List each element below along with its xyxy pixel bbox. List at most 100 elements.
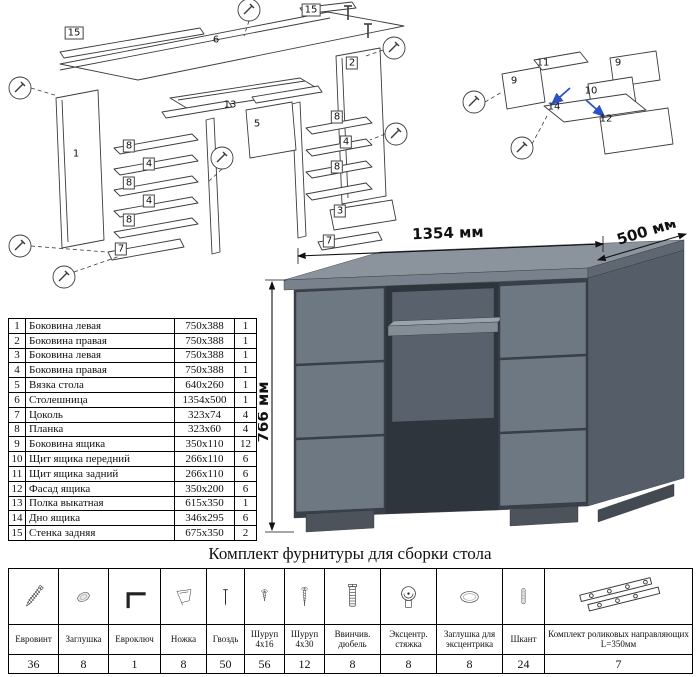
part-number-label: 4 [142, 194, 156, 208]
hardware-name: Эксцентр. стяжка [381, 625, 437, 655]
part-size-cell: 1354х500 [175, 392, 235, 408]
wooden-dowel-icon [503, 571, 544, 623]
hardware-name: Шуруп 4х30 [285, 625, 325, 655]
part-number-label: 1 [72, 148, 80, 160]
screw-4x16-icon [245, 571, 284, 623]
part-size-cell: 750х388 [175, 363, 235, 379]
part-number-cell: 3 [9, 348, 26, 364]
part-name-cell: Щит ящика задний [26, 466, 175, 482]
part-name-cell: Планка [26, 422, 175, 438]
hardware-column: Гвоздь 50 [207, 569, 245, 674]
part-name-cell: Фасад ящика [26, 481, 175, 497]
parts-table-row: 14 Дно ящика 346х295 6 [9, 511, 257, 527]
hardware-column: Евровинт 36 [9, 569, 59, 674]
part-size-cell: 750х388 [175, 348, 235, 364]
part-name-cell: Вязка стола [26, 378, 175, 393]
hexkey-icon [109, 571, 160, 623]
hardware-column: Ножка 8 [161, 569, 207, 674]
part-number-cell: 12 [9, 481, 26, 497]
part-name-cell: Боковина левая [26, 348, 175, 364]
part-qty-cell: 6 [235, 511, 257, 527]
hardware-name: Ножка [161, 625, 207, 655]
part-number-label: 8 [330, 160, 344, 174]
leg-icon [161, 571, 206, 623]
part-size-cell: 350х200 [175, 481, 235, 497]
hardware-qty: 36 [9, 655, 59, 674]
part-number-cell: 2 [9, 333, 26, 349]
part-size-cell: 350х110 [175, 437, 235, 453]
hardware-column: Шкант 24 [503, 569, 545, 674]
part-qty-cell: 1 [235, 392, 257, 408]
screw-4x30-icon [285, 571, 324, 623]
part-number-label: 6 [212, 34, 220, 46]
hardware-column: Евроключ 1 [109, 569, 161, 674]
hardware-qty: 8 [325, 655, 381, 674]
part-number-label: 13 [223, 99, 237, 111]
hardware-name: Шкант [503, 625, 545, 655]
hardware-name: Комплект роликовых направляющих L=350мм [545, 625, 693, 655]
part-name-cell: Дно ящика [26, 511, 175, 527]
parts-table-row: 11 Щит ящика задний 266х110 6 [9, 466, 257, 482]
part-qty-cell: 12 [235, 437, 257, 453]
hardware-icon-cell [285, 569, 325, 625]
part-name-cell: Боковина левая [26, 319, 175, 334]
part-name-cell: Боковина ящика [26, 437, 175, 453]
dimension-arrows [265, 233, 688, 533]
part-name-cell: Щит ящика передний [26, 452, 175, 467]
parts-table-row: 9 Боковина ящика 350х110 12 [9, 437, 257, 453]
hardware-icon-cell [503, 569, 545, 625]
hardware-icon-cell [109, 569, 161, 625]
parts-table-row: 5 Вязка стола 640х260 1 [9, 378, 257, 393]
hardware-name: Заглушка [59, 625, 109, 655]
desk-body [283, 239, 685, 533]
hardware-icon-cell [545, 569, 693, 625]
part-number-cell: 15 [9, 526, 26, 541]
cam-lock-icon [381, 571, 436, 623]
hardware-qty: 8 [381, 655, 437, 674]
drawer-slides-icon [545, 571, 692, 623]
parts-table-row: 1 Боковина левая 750х388 1 [9, 319, 257, 334]
hardware-column: Заглушка 8 [59, 569, 109, 674]
part-number-label: 4 [142, 157, 156, 171]
part-number-label: 3 [333, 204, 347, 218]
part-size-cell: 615х350 [175, 496, 235, 512]
part-number-cell: 14 [9, 511, 26, 527]
part-qty-cell: 1 [235, 363, 257, 379]
parts-table-row: 12 Фасад ящика 350х200 6 [9, 481, 257, 497]
part-number-cell: 5 [9, 378, 26, 393]
hardware-icon-cell [207, 569, 245, 625]
part-name-cell: Столешница [26, 392, 175, 408]
hardware-icon-cell [437, 569, 503, 625]
part-qty-cell: 1 [235, 333, 257, 349]
part-name-cell: Боковина правая [26, 363, 175, 379]
hardware-qty: 8 [161, 655, 207, 674]
part-number-label: 8 [122, 139, 136, 153]
hardware-icon-cell [59, 569, 109, 625]
hardware-column: Эксцентр. стяжка 8 [381, 569, 437, 674]
parts-table-row: 6 Столешница 1354х500 1 [9, 392, 257, 408]
part-number-cell: 13 [9, 496, 26, 512]
hardware-icon-cell [161, 569, 207, 625]
part-qty-cell: 6 [235, 452, 257, 467]
part-number-label: 4 [339, 135, 353, 149]
part-qty-cell: 6 [235, 466, 257, 482]
part-number-label: 9 [614, 57, 622, 69]
part-qty-cell: 4 [235, 422, 257, 438]
part-size-cell: 640х260 [175, 378, 235, 393]
part-number-label: 11 [536, 57, 550, 69]
part-number-label: 7 [114, 242, 128, 256]
nail-icon [207, 571, 244, 623]
parts-table-row: 4 Боковина правая 750х388 1 [9, 363, 257, 379]
hardware-icon-cell [245, 569, 285, 625]
part-size-cell: 675х350 [175, 526, 235, 541]
parts-table-row: 15 Стенка задняя 675х350 2 [9, 526, 257, 541]
part-number-label: 2 [345, 56, 359, 70]
part-size-cell: 266х110 [175, 452, 235, 467]
part-qty-cell: 1 [235, 319, 257, 334]
hardware-qty: 24 [503, 655, 545, 674]
part-number-label: 9 [510, 75, 518, 87]
part-number-cell: 8 [9, 422, 26, 438]
part-number-label: 12 [599, 113, 613, 125]
part-number-cell: 6 [9, 392, 26, 408]
